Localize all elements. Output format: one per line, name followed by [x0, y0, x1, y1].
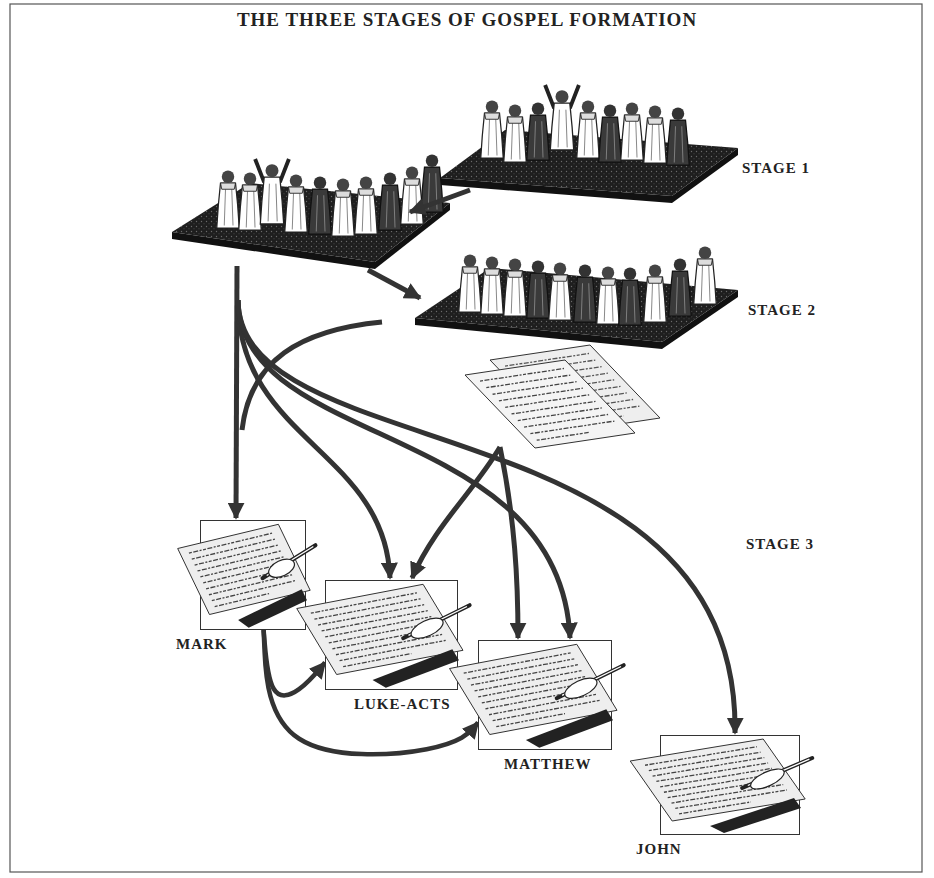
figure: [549, 263, 572, 321]
figure: [379, 173, 402, 231]
document-name: MARK: [176, 636, 228, 653]
figure: [597, 267, 620, 325]
figure: [574, 265, 597, 323]
figure: [401, 167, 424, 225]
figure: [621, 103, 644, 161]
figure: [527, 261, 550, 319]
writing-illustration: [201, 521, 307, 631]
shadow-band: [710, 798, 801, 833]
figure: [644, 265, 667, 323]
stage2-crowd: [459, 247, 717, 326]
figure: [504, 105, 527, 163]
hand: [266, 555, 297, 581]
figure: [217, 171, 240, 229]
figure: [599, 105, 622, 163]
stage1-crowd: [481, 85, 690, 165]
source-arrow: [412, 447, 500, 578]
figure: [481, 257, 504, 315]
document-name: JOHN: [636, 841, 682, 858]
gospel-document: MATTHEW: [478, 640, 612, 750]
writing-illustration: [326, 581, 459, 691]
figure: [545, 85, 579, 150]
figure: [309, 177, 332, 235]
document-name: LUKE-ACTS: [354, 696, 451, 713]
writing-illustration: [479, 641, 613, 751]
figure: [355, 177, 378, 235]
figure: [644, 106, 667, 164]
figure: [459, 255, 482, 313]
figure: [577, 101, 600, 159]
hand: [562, 674, 600, 703]
figure: [255, 159, 289, 224]
shadow-band: [526, 709, 613, 748]
figure: [527, 103, 550, 161]
stage-label: STAGE 2: [748, 302, 816, 319]
gospel-document: JOHN: [660, 735, 800, 835]
stage-label: STAGE 1: [742, 160, 810, 177]
diagram-title: THE THREE STAGES OF GOSPEL FORMATION: [0, 9, 934, 31]
document-name: MATTHEW: [504, 756, 592, 773]
figure: [332, 179, 355, 237]
page-frame: [10, 4, 922, 872]
gospel-document: MARK: [200, 520, 306, 630]
shadow-band: [373, 649, 459, 688]
flow-line: [242, 322, 382, 430]
figure: [694, 247, 717, 305]
stage1b-crowd: [217, 155, 444, 237]
gospel-document: LUKE-ACTS: [325, 580, 458, 690]
figure: [667, 108, 690, 166]
flow-arrow: [368, 270, 420, 298]
source-arrow: [500, 447, 518, 638]
hand: [408, 614, 446, 643]
figure: [504, 259, 527, 317]
written-sources: [465, 345, 660, 448]
figure: [285, 175, 308, 233]
hand: [748, 765, 787, 793]
stage-label: STAGE 3: [746, 536, 814, 553]
figure: [669, 259, 692, 317]
flow-arrow: [410, 190, 470, 212]
figure: [481, 101, 504, 159]
figure: [239, 173, 262, 231]
writing-illustration: [661, 736, 801, 836]
figure: [619, 268, 642, 326]
